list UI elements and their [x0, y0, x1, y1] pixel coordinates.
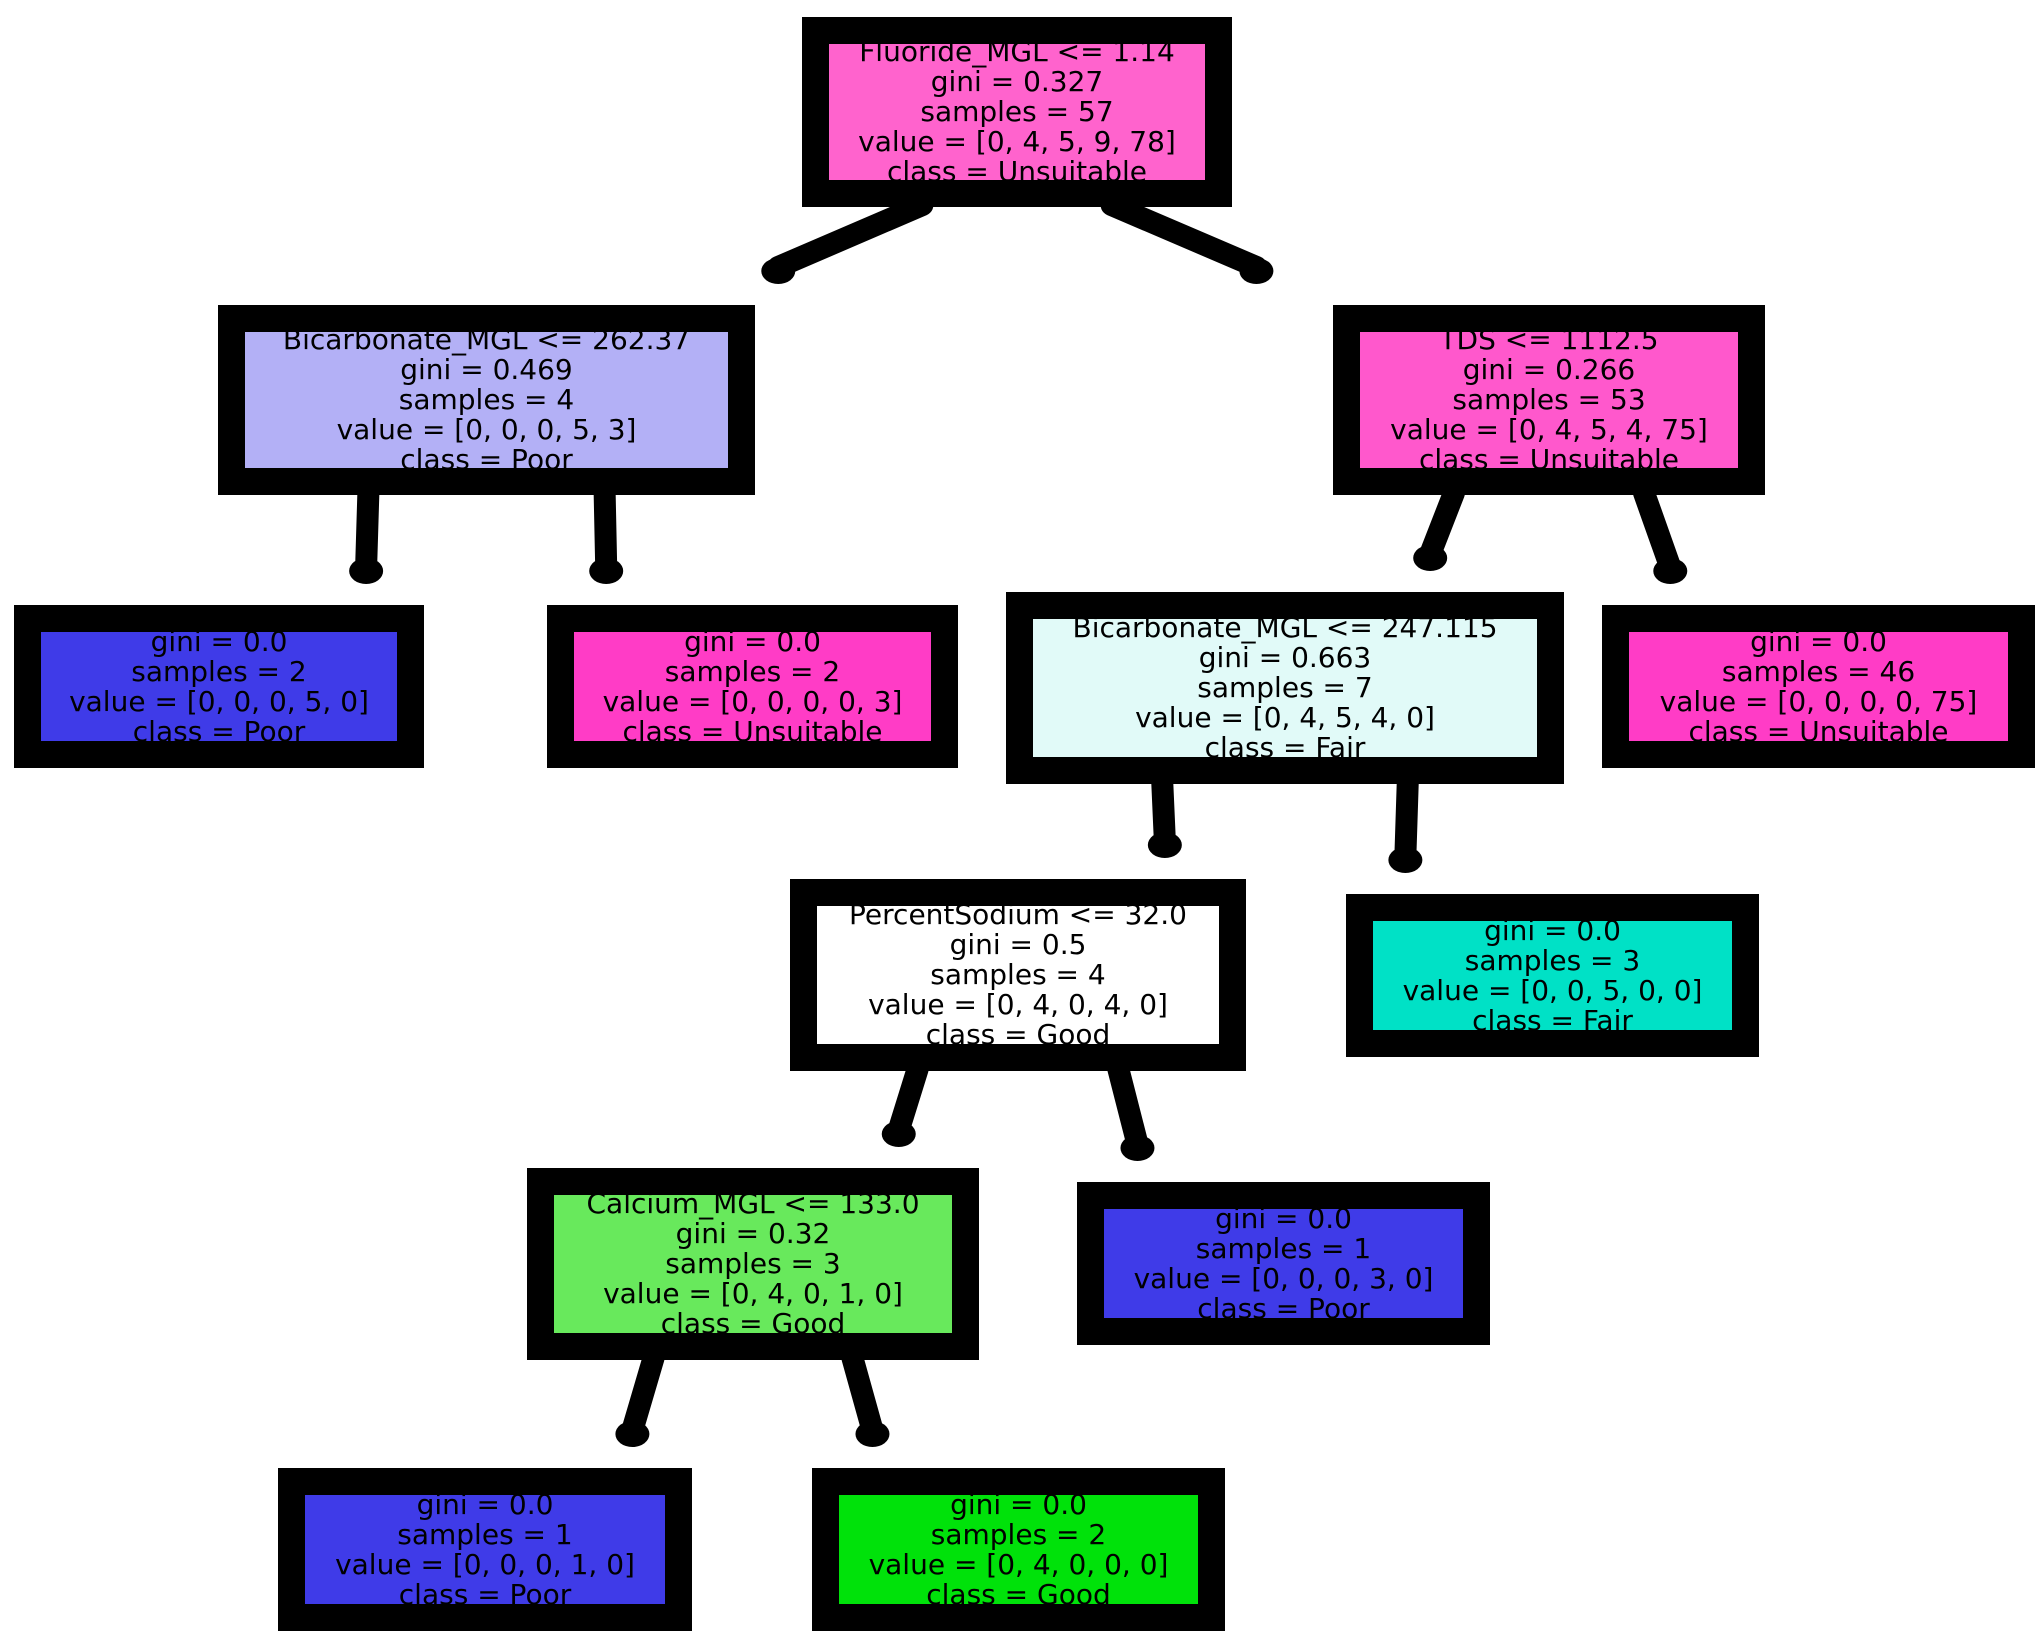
node-class: class = Unsuitable	[1688, 714, 1949, 748]
tree-edge	[1107, 1058, 1149, 1155]
node-class: class = Good	[660, 1307, 846, 1340]
tree-leaf-poor-3: gini = 0.0 samples = 1 value = [0, 0, 0,…	[278, 1468, 692, 1631]
tree-node-bicarbonate-split: Bicarbonate_MGL <= 262.37 gini = 0.469 s…	[218, 305, 755, 495]
node-split: PercentSodium <= 32.0	[849, 898, 1187, 931]
node-value: value = [0, 4, 5, 9, 78]	[858, 125, 1176, 158]
tree-edge-arrowhead	[1239, 258, 1274, 284]
tree-node-percent-sodium-split: PercentSodium <= 32.0 gini = 0.5 samples…	[790, 879, 1246, 1071]
node-gini: gini = 0.469	[400, 353, 573, 386]
node-gini: gini = 0.0	[1484, 913, 1621, 947]
node-split: Bicarbonate_MGL <= 247.115	[1072, 611, 1498, 644]
node-gini: gini = 0.32	[675, 1217, 831, 1250]
node-value: value = [0, 4, 0, 1, 0]	[603, 1277, 903, 1310]
node-split: Fluoride_MGL <= 1.14	[859, 35, 1175, 68]
tree-edge	[841, 1347, 884, 1441]
node-gini: gini = 0.266	[1462, 353, 1636, 386]
node-samples: samples = 4	[930, 958, 1106, 991]
tree-edge	[1100, 194, 1268, 278]
node-samples: samples = 3	[665, 1247, 841, 1280]
tree-edge-arrowhead	[761, 258, 796, 284]
node-value: value = [0, 0, 0, 5, 3]	[336, 413, 637, 446]
tree-leaf-poor-2: gini = 0.0 samples = 1 value = [0, 0, 0,…	[1077, 1182, 1490, 1345]
node-gini: gini = 0.0	[950, 1487, 1087, 1521]
node-samples: samples = 53	[1452, 383, 1646, 416]
tree-edge	[355, 482, 380, 578]
node-class: class = Poor	[132, 714, 306, 748]
tree-edge	[1419, 482, 1465, 565]
tree-node-root: Fluoride_MGL <= 1.14 gini = 0.327 sample…	[802, 17, 1232, 207]
node-samples: samples = 1	[1195, 1231, 1372, 1265]
node-class: class = Fair	[1472, 1003, 1633, 1037]
node-value: value = [0, 0, 0, 0, 3]	[602, 684, 903, 718]
node-gini: gini = 0.0	[150, 624, 288, 658]
node-class: class = Fair	[1204, 731, 1366, 764]
node-gini: gini = 0.0	[684, 624, 821, 658]
node-samples: samples = 7	[1197, 671, 1373, 704]
tree-edge-arrowhead	[1388, 847, 1423, 873]
tree-edge	[621, 1347, 665, 1441]
tree-node-bicarbonate-split-2: Bicarbonate_MGL <= 247.115 gini = 0.663 …	[1006, 592, 1564, 784]
node-samples: samples = 1	[397, 1517, 573, 1551]
node-gini: gini = 0.663	[1198, 641, 1372, 674]
node-samples: samples = 3	[1464, 943, 1641, 977]
tree-edge	[1151, 771, 1176, 852]
tree-leaf-poor: gini = 0.0 samples = 2 value = [0, 0, 0,…	[14, 605, 424, 768]
node-value: value = [0, 4, 5, 4, 75]	[1390, 413, 1708, 446]
tree-edge-arrowhead	[1653, 558, 1688, 584]
node-class: class = Unsuitable	[622, 714, 883, 748]
node-gini: gini = 0.327	[930, 65, 1104, 98]
tree-leaf-good: gini = 0.0 samples = 2 value = [0, 4, 0,…	[812, 1468, 1225, 1631]
tree-edge-arrowhead	[1147, 832, 1182, 858]
node-class: class = Good	[925, 1018, 1111, 1051]
node-value: value = [0, 0, 0, 3, 0]	[1133, 1261, 1434, 1295]
node-samples: samples = 57	[920, 95, 1114, 128]
tree-leaf-unsuitable-large: gini = 0.0 samples = 46 value = [0, 0, 0…	[1602, 605, 2035, 768]
tree-edge-arrowhead	[855, 1421, 890, 1447]
node-split: Bicarbonate_MGL <= 262.37	[282, 323, 691, 356]
node-class: class = Unsuitable	[886, 155, 1148, 188]
node-class: class = Poor	[398, 1577, 572, 1611]
tree-node-tds-split: TDS <= 1112.5 gini = 0.266 samples = 53 …	[1333, 305, 1765, 495]
node-gini: gini = 0.0	[416, 1487, 554, 1521]
node-split: TDS <= 1112.5	[1439, 323, 1659, 356]
node-class: class = Poor	[1197, 1291, 1370, 1325]
node-value: value = [0, 0, 0, 0, 75]	[1659, 684, 1978, 718]
node-value: value = [0, 4, 0, 0, 0]	[868, 1547, 1169, 1581]
node-gini: gini = 0.5	[949, 928, 1087, 961]
node-value: value = [0, 0, 0, 1, 0]	[335, 1547, 635, 1581]
node-samples: samples = 46	[1721, 654, 1916, 688]
tree-leaf-unsuitable: gini = 0.0 samples = 2 value = [0, 0, 0,…	[547, 605, 958, 768]
node-class: class = Good	[926, 1577, 1111, 1611]
tree-edge	[1394, 771, 1419, 867]
tree-edge	[887, 1058, 929, 1141]
tree-edge	[593, 482, 618, 578]
node-samples: samples = 2	[131, 654, 307, 688]
node-samples: samples = 2	[930, 1517, 1107, 1551]
tree-edge-arrowhead	[615, 1421, 650, 1447]
node-value: value = [0, 4, 0, 4, 0]	[868, 988, 1168, 1021]
node-gini: gini = 0.0	[1750, 624, 1887, 658]
tree-node-calcium-split: Calcium_MGL <= 133.0 gini = 0.32 samples…	[527, 1168, 979, 1360]
node-value: value = [0, 0, 5, 0, 0]	[1402, 973, 1703, 1007]
node-class: class = Poor	[400, 443, 573, 476]
node-gini: gini = 0.0	[1215, 1201, 1352, 1235]
node-value: value = [0, 0, 0, 5, 0]	[69, 684, 369, 718]
node-value: value = [0, 4, 5, 4, 0]	[1135, 701, 1435, 734]
node-samples: samples = 2	[664, 654, 841, 688]
tree-leaf-fair: gini = 0.0 samples = 3 value = [0, 0, 5,…	[1346, 894, 1759, 1057]
node-class: class = Unsuitable	[1418, 443, 1680, 476]
tree-edge-arrowhead	[1413, 545, 1448, 571]
tree-edge-arrowhead	[349, 558, 384, 584]
tree-edge	[1633, 482, 1682, 578]
tree-edge-arrowhead	[881, 1121, 916, 1147]
tree-edge-arrowhead	[589, 558, 624, 584]
tree-edge	[767, 194, 934, 278]
node-split: Calcium_MGL <= 133.0	[586, 1187, 920, 1220]
tree-edge-arrowhead	[1120, 1135, 1155, 1161]
node-samples: samples = 4	[398, 383, 575, 416]
